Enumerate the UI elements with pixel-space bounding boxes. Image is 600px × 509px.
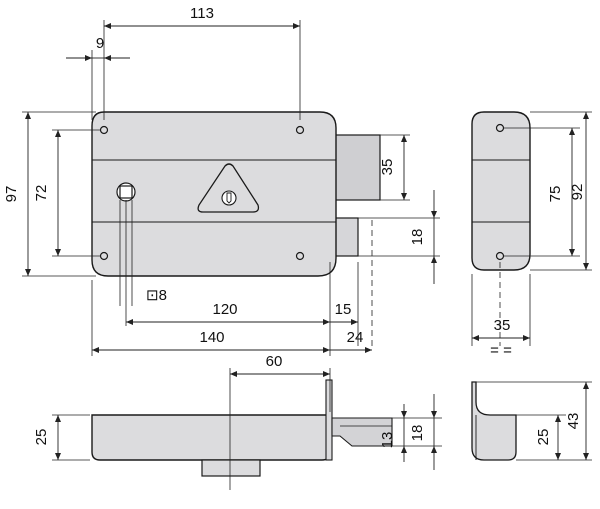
side-view: 75 92 35 = = — [471, 111, 592, 359]
keyhole — [221, 190, 237, 206]
dim-bolt-throw: 15 — [335, 301, 352, 318]
dim-total-width: 140 — [199, 329, 224, 346]
dim-bolt-height: 18 — [409, 229, 426, 246]
screw-hole-bottom-left — [99, 251, 109, 261]
bottom-view: 60 25 13 18 — [33, 353, 442, 490]
square-follower — [119, 185, 133, 199]
dim-backset: 60 — [266, 353, 283, 370]
dim-cylinder-height: 35 — [379, 159, 396, 176]
dim-hole-offset: 9 — [96, 35, 104, 52]
dim-top-width: 113 — [190, 5, 214, 22]
front-view: 113 9 97 72 35 18 ⊡8 120 15 140 24 — [3, 5, 440, 356]
dim-equal-marks: = = — [490, 342, 512, 359]
end-view: 25 43 — [471, 381, 592, 461]
dim-side-hole-spacing: 75 — [547, 186, 564, 203]
bottom-body — [91, 414, 331, 461]
side-screw-bottom — [495, 251, 505, 261]
bottom-cylinder — [201, 459, 261, 477]
side-body — [471, 111, 531, 271]
screw-hole-top-right — [295, 125, 305, 135]
dim-side-total-height: 92 — [569, 184, 586, 201]
dim-hole-spacing-v: 72 — [33, 185, 50, 202]
dim-bottom-bolt-height: 18 — [409, 425, 426, 442]
dim-axis-distance: 120 — [212, 301, 237, 318]
dim-end-case-depth: 25 — [535, 429, 552, 446]
dim-bottom-case-depth: 25 — [33, 429, 50, 446]
dim-total-height: 97 — [3, 186, 20, 203]
dim-end-total-depth: 43 — [565, 413, 582, 430]
dim-bottom-bolt-depth: 13 — [379, 432, 396, 449]
bottom-faceplate — [325, 379, 333, 461]
keyhole-plate — [197, 163, 260, 213]
screw-hole-top-left — [99, 125, 109, 135]
end-body — [471, 381, 517, 461]
side-screw-top — [495, 123, 505, 133]
dim-side-depth: 35 — [494, 317, 511, 334]
dim-square-size: ⊡8 — [146, 287, 167, 304]
screw-hole-bottom-right — [295, 251, 305, 261]
dim-bolt-projection: 24 — [347, 329, 364, 346]
cylinder-block — [329, 134, 381, 201]
key-slot — [226, 192, 232, 204]
